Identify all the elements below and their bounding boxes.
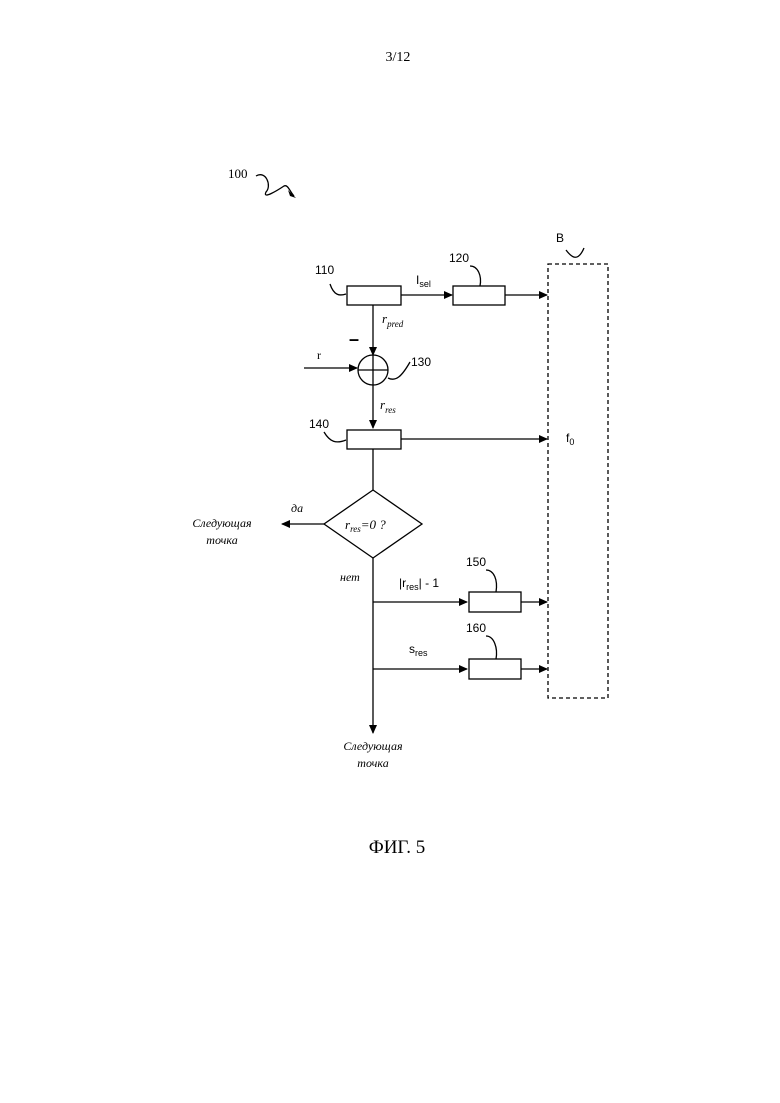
ref-140-label: 140 bbox=[309, 417, 329, 431]
next-point-bottom-line1: Следующая bbox=[343, 739, 403, 753]
label-f0: f0 bbox=[566, 431, 574, 447]
next-point-left-line1: Следующая bbox=[192, 516, 252, 530]
next-point-bottom-line2: точка bbox=[357, 756, 388, 770]
label-rres: rres bbox=[380, 397, 396, 415]
ref-100-arrowhead bbox=[288, 190, 296, 198]
box-160 bbox=[469, 659, 521, 679]
label-isel: Isel bbox=[416, 273, 431, 289]
label-no: нет bbox=[340, 570, 360, 584]
next-point-left-line2: точка bbox=[206, 533, 237, 547]
ref-160-label: 160 bbox=[466, 621, 486, 635]
label-sres: sres bbox=[409, 642, 428, 658]
ref-B-label: B bbox=[556, 231, 564, 245]
page-number: 3/12 bbox=[386, 50, 411, 65]
ref-100-squiggle bbox=[256, 175, 294, 196]
ref-100-label: 100 bbox=[228, 166, 248, 181]
label-r-input: r bbox=[317, 348, 321, 362]
box-120 bbox=[453, 286, 505, 305]
ref-130-leader bbox=[388, 362, 410, 379]
box-150 bbox=[469, 592, 521, 612]
box-110 bbox=[347, 286, 401, 305]
ref-150-label: 150 bbox=[466, 555, 486, 569]
label-yes: да bbox=[291, 501, 303, 515]
label-abs-rres-minus-1: |rres| - 1 bbox=[399, 576, 439, 592]
ref-B-leader bbox=[566, 248, 584, 257]
ref-120-label: 120 bbox=[449, 251, 469, 265]
figure-caption: ФИГ. 5 bbox=[369, 837, 426, 858]
box-140 bbox=[347, 430, 401, 449]
label-rpred: rpred bbox=[382, 311, 404, 329]
ref-150-leader bbox=[486, 570, 497, 592]
ref-130-label: 130 bbox=[411, 355, 431, 369]
ref-120-leader bbox=[470, 266, 481, 286]
ref-140-leader bbox=[324, 432, 346, 442]
block-B-dashed bbox=[548, 264, 608, 698]
label-minus: – bbox=[349, 329, 359, 349]
ref-110-label: 110 bbox=[315, 263, 334, 277]
ref-160-leader bbox=[486, 636, 497, 659]
ref-110-leader bbox=[330, 284, 346, 295]
